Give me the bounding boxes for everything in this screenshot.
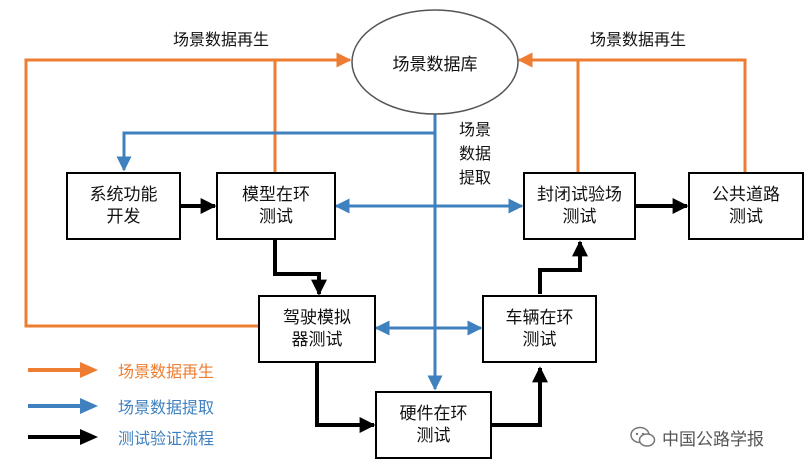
node-system-dev-line1: 系统功能: [89, 185, 158, 205]
regen-right-line: [517, 52, 747, 172]
node-hil-line1: 硬件在环: [399, 404, 468, 424]
node-simulator: 驾驶模拟 器测试: [258, 295, 376, 363]
node-system-dev-line2: 开发: [106, 207, 141, 227]
database-label: 场景数据库: [392, 55, 478, 75]
node-closed-field-line1: 封闭试验场: [537, 185, 622, 205]
node-vil-line2: 测试: [522, 330, 557, 350]
wechat-icon: [630, 426, 656, 447]
legend-label-regen: 场景数据再生: [118, 362, 215, 381]
node-simulator-line2: 器测试: [291, 330, 343, 350]
watermark: 中国公路学报: [630, 424, 764, 450]
node-public-road-line2: 测试: [729, 207, 763, 227]
extract-label-line: 数据: [458, 144, 491, 163]
database-ellipse: [351, 9, 519, 115]
node-public-road: 公共道路 测试: [688, 172, 804, 240]
blue-arrow-icon: [28, 398, 98, 414]
flow-sim-hil: [315, 362, 376, 433]
node-closed-field: 封闭试验场 测试: [523, 172, 636, 240]
watermark-text: 中国公路学报: [662, 429, 764, 450]
extract-left-line: [116, 131, 435, 172]
node-system-dev: 系统功能 开发: [66, 172, 181, 240]
legend-label-flow: 测试验证流程: [118, 429, 215, 448]
node-public-road-line1: 公共道路: [712, 185, 780, 205]
legend-item-extract: 场景数据提取: [28, 394, 214, 418]
orange-arrow-icon: [28, 362, 98, 378]
flow-arrows: [181, 198, 689, 433]
flow-vil-field: [538, 240, 588, 294]
node-hil-line2: 测试: [416, 426, 451, 446]
extract-label-line: 提取: [458, 168, 491, 187]
node-hil: 硬件在环 测试: [375, 391, 492, 459]
flow-mil-sim: [273, 240, 327, 296]
node-vil: 车辆在环 测试: [482, 295, 597, 363]
node-vil-line1: 车辆在环: [505, 308, 574, 328]
black-arrow-icon: [28, 429, 98, 445]
node-mil: 模型在环 测试: [216, 172, 336, 240]
extract-arrows: [116, 113, 524, 391]
regen-arrows: [24, 52, 747, 328]
node-mil-line2: 测试: [259, 207, 293, 227]
extract-vertical-label: 场景 数据 提取: [455, 118, 495, 190]
legend-label-extract: 场景数据提取: [118, 398, 215, 417]
regen-left-line: [24, 52, 352, 328]
legend-item-flow: 测试验证流程: [28, 425, 214, 449]
legend-item-regen: 场景数据再生: [28, 358, 214, 382]
regen-right-label: 场景数据再生: [590, 30, 687, 49]
node-mil-line1: 模型在环: [242, 185, 310, 205]
node-closed-field-line2: 测试: [562, 207, 597, 227]
node-simulator-line1: 驾驶模拟: [283, 308, 351, 328]
regen-left-label: 场景数据再生: [173, 30, 270, 49]
extract-label-line: 场景: [458, 120, 491, 139]
flow-hil-vil: [492, 366, 548, 427]
